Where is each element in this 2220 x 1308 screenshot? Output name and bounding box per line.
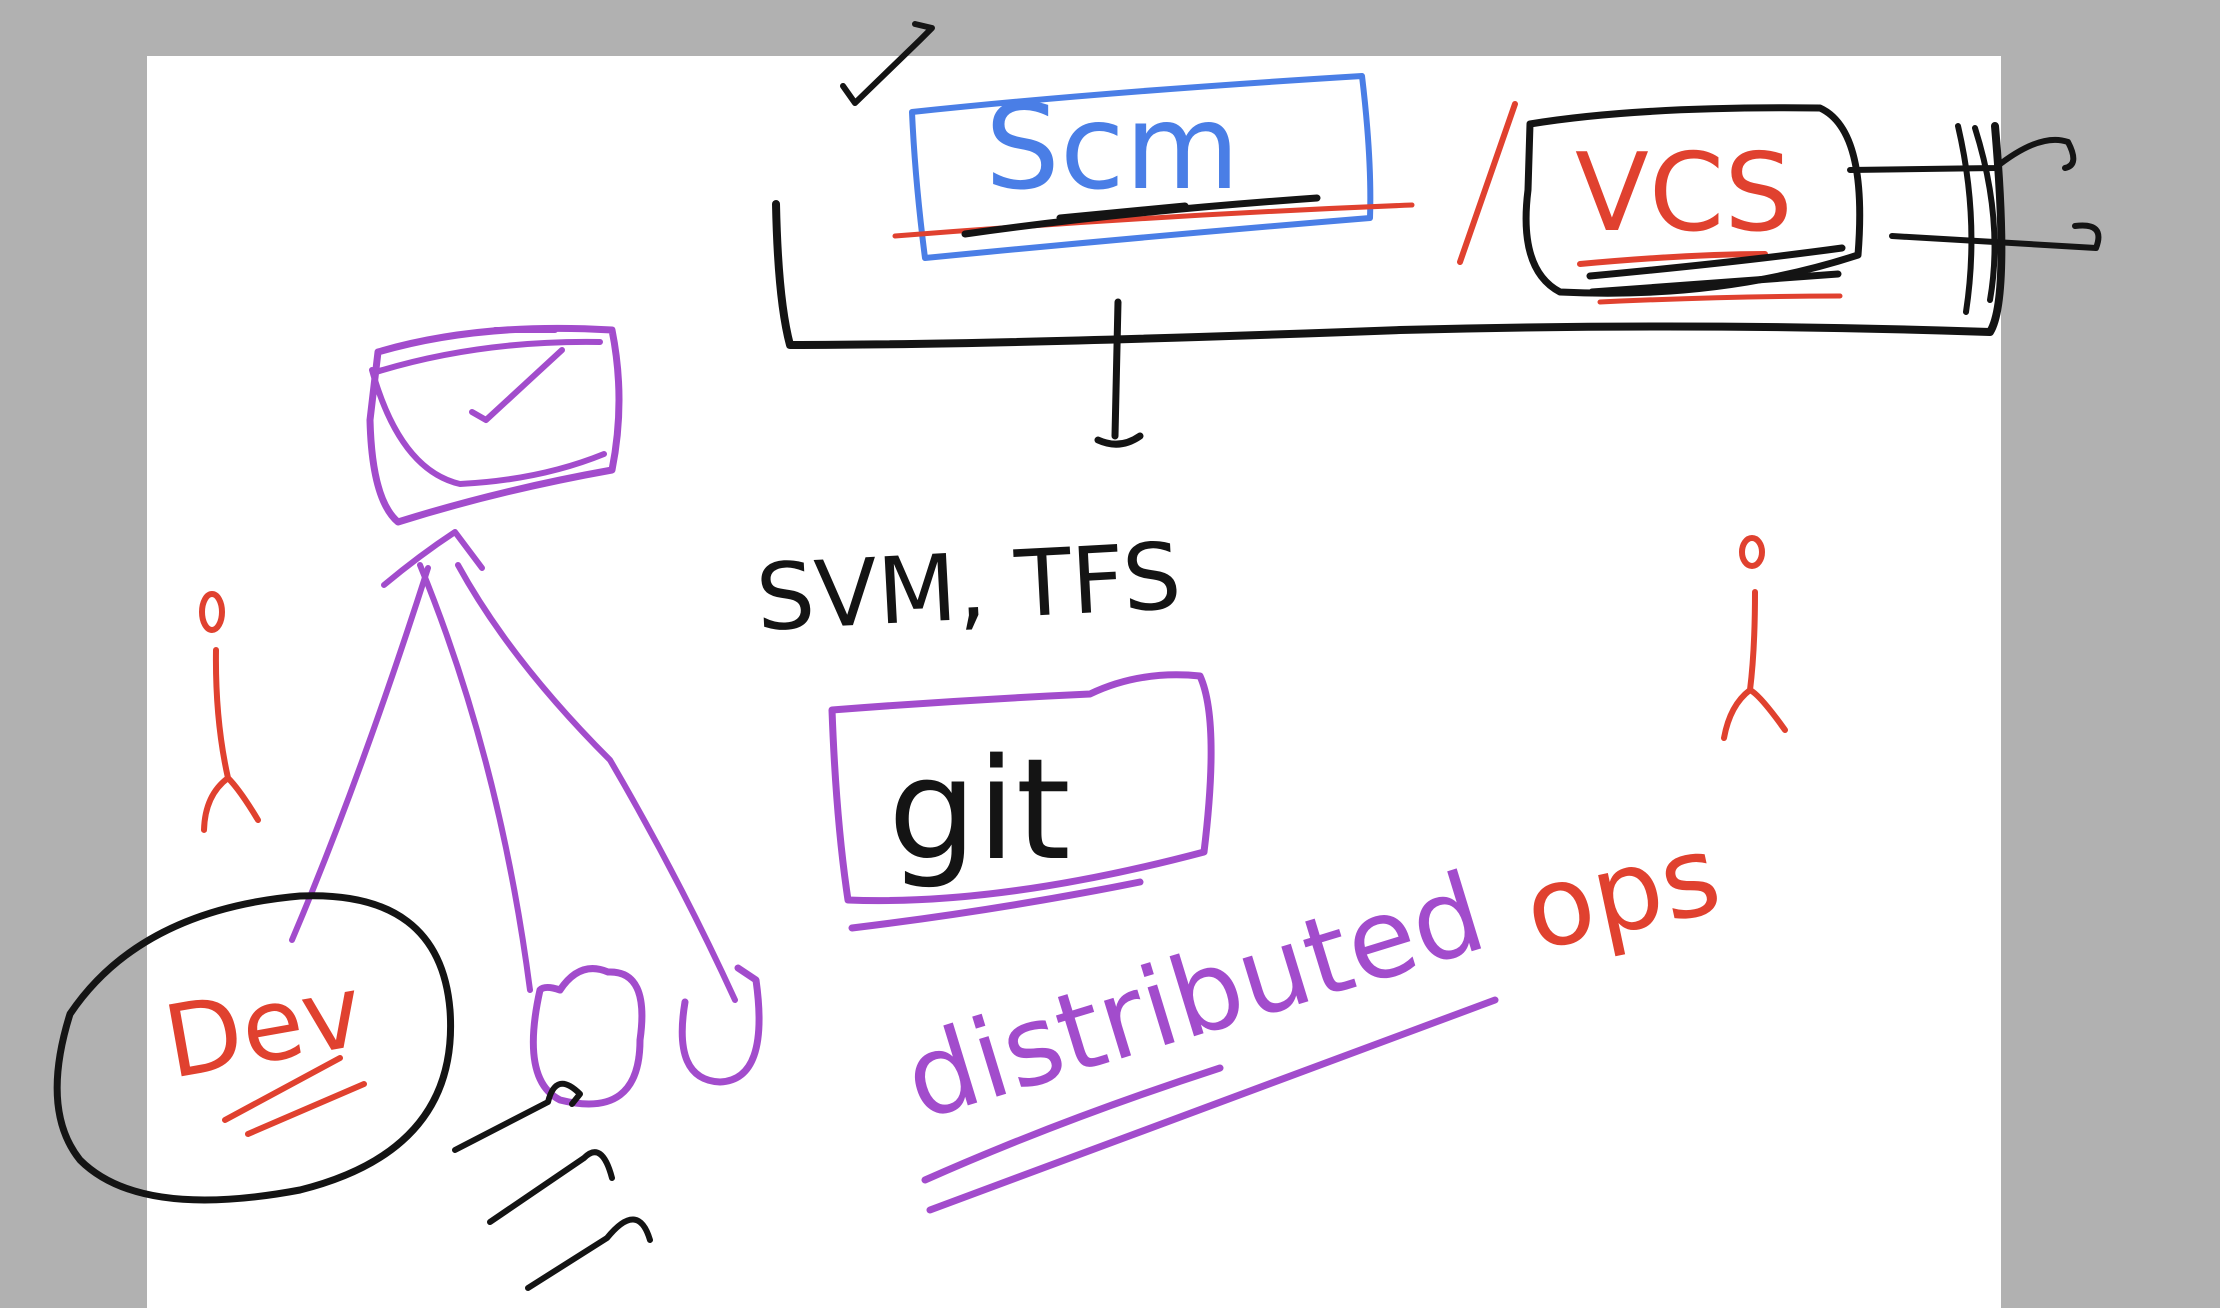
- svn-tfs-label: SVM, TFS: [754, 523, 1184, 652]
- server-icon: [366, 324, 623, 526]
- vcs-arrow-lower: [1889, 222, 2102, 251]
- scm-label: Scm: [985, 78, 1240, 216]
- git-group: git: [828, 671, 1215, 932]
- distributed-underline-2: [926, 996, 1499, 1214]
- git-box: [828, 671, 1215, 905]
- distributed-underline-1: [921, 1064, 1224, 1184]
- slash-divider: [1457, 101, 1518, 265]
- vcs-label: VCS: [1575, 131, 1793, 256]
- server-checkmark-icon: [469, 347, 565, 423]
- client-node-3: [678, 964, 763, 1086]
- scm-group: Scm: [892, 73, 1415, 261]
- client-node-2: [529, 965, 646, 1108]
- client-arrows: [452, 1080, 653, 1291]
- arrow-down-to-svn: [1094, 298, 1144, 448]
- vcs-group: VCS: [1522, 104, 2102, 315]
- scm-box: [909, 73, 1374, 261]
- person-icon-left: [199, 591, 261, 833]
- connection-lines: [289, 529, 738, 1003]
- scm-vcs-bracket: [772, 122, 2006, 448]
- vcs-box: [1522, 104, 1864, 297]
- dev-circle: [53, 892, 455, 1204]
- git-label: git: [888, 729, 1071, 892]
- top-checkmark-icon: [840, 21, 935, 106]
- vcs-arrow-upper: [1847, 136, 2077, 173]
- person-icon-right: [1721, 535, 1788, 741]
- scm-black-underline: [961, 194, 1321, 238]
